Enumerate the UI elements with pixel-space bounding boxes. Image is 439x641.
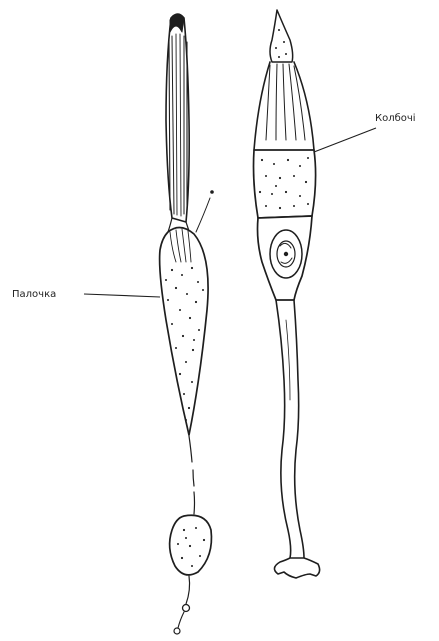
cone-nucleus: [270, 230, 302, 278]
rod-terminal: [174, 576, 190, 634]
cone-fibrils: [254, 62, 314, 150]
cone-label-group: Колбочі: [314, 112, 416, 152]
rod-cell: [160, 14, 214, 634]
cone-fiber: [276, 300, 304, 558]
cone-cell: [254, 10, 320, 578]
rod-label-group: Палочка: [12, 289, 160, 300]
cone-inner-segment: [254, 150, 316, 218]
rod-label: Палочка: [12, 289, 56, 300]
rod-inner-segment: [160, 227, 208, 435]
cone-pedicle: [274, 558, 319, 578]
cone-leader-line: [314, 128, 376, 152]
cone-outer-segment: [270, 10, 293, 62]
cone-label: Колбочі: [375, 112, 416, 124]
rod-nucleus: [170, 515, 212, 575]
rod-outer-segment: [166, 14, 189, 222]
rod-leader-line: [84, 294, 160, 297]
rod-fiber: [189, 436, 195, 514]
